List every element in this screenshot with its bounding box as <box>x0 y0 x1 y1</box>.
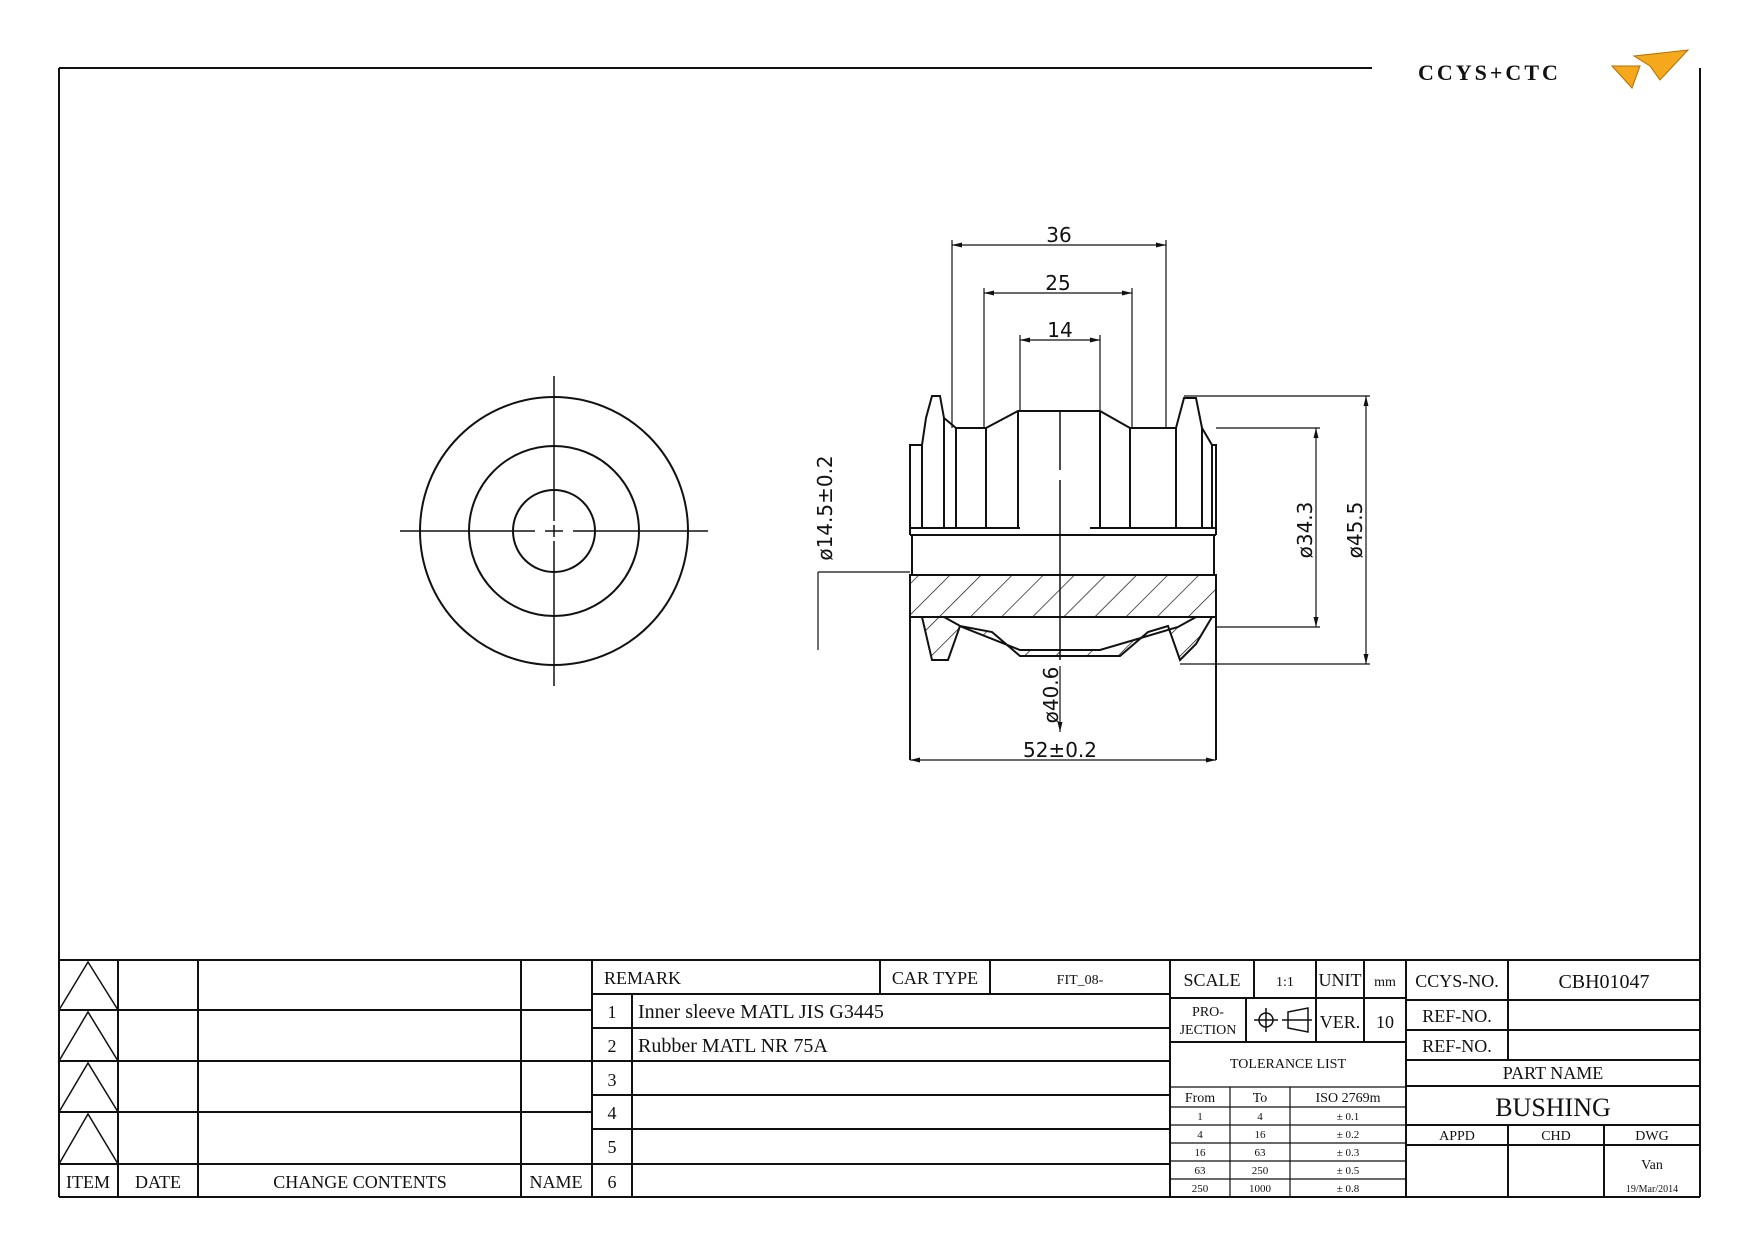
rubber-section <box>920 616 1214 662</box>
ccys-label: CCYS-NO. <box>1415 971 1499 991</box>
chd-label: CHD <box>1541 1129 1571 1144</box>
title-block <box>57 959 1700 1197</box>
dim-dia-14-5: ø14.5±0.2 <box>813 455 837 560</box>
rev-header-change: CHANGE CONTENTS <box>273 1172 447 1192</box>
tolerance-cell: ± 0.3 <box>1337 1147 1360 1159</box>
remark-row-num: 2 <box>608 1036 617 1056</box>
unit-value: mm <box>1374 975 1396 990</box>
dwg-name: Van <box>1641 1158 1663 1173</box>
revision-table: ITEM DATE CHANGE CONTENTS NAME <box>66 1172 583 1192</box>
section-view: 36 25 14 ø14.5±0.2 ø34.3 ø45.5 ø40.6 52±… <box>813 223 1370 763</box>
rev-header-name: NAME <box>530 1172 583 1192</box>
tolerance-cell: 250 <box>1192 1183 1209 1195</box>
tolerance-cell: 250 <box>1252 1165 1269 1177</box>
front-view <box>400 376 708 686</box>
projection-symbol-icon <box>1254 1007 1312 1033</box>
tolerance-cell: 4 <box>1257 1111 1263 1123</box>
tolerance-header: ISO 2769m <box>1316 1091 1381 1106</box>
part-name-label: PART NAME <box>1503 1063 1603 1083</box>
remark-row-text: Inner sleeve MATL JIS G3445 <box>638 1001 884 1023</box>
dim-dia-45-5: ø45.5 <box>1343 502 1367 559</box>
remark-row-text: Rubber MATL NR 75A <box>638 1035 828 1057</box>
tolerance-cell: 63 <box>1255 1147 1267 1159</box>
appd-label: APPD <box>1439 1129 1475 1144</box>
projection-label: JECTION <box>1180 1023 1237 1038</box>
part-name: BUSHING <box>1495 1093 1611 1122</box>
ver-value: 10 <box>1376 1012 1394 1032</box>
tolerance-cell: 1000 <box>1249 1183 1272 1195</box>
dim-width-36: 36 <box>1046 223 1071 247</box>
company-logo: CCYS+CTC <box>1418 49 1690 89</box>
dim-dia-34-3: ø34.3 <box>1293 502 1317 559</box>
logo-mark-icon <box>1610 49 1690 89</box>
remark-row-num: 5 <box>608 1137 617 1157</box>
ref-label: REF-NO. <box>1422 1006 1492 1026</box>
tolerance-title: TOLERANCE LIST <box>1230 1057 1346 1072</box>
ver-label: VER. <box>1320 1012 1361 1032</box>
dwg-label: DWG <box>1635 1129 1668 1144</box>
tolerance-cell: ± 0.8 <box>1337 1183 1360 1195</box>
remark-row-num: 6 <box>608 1172 617 1192</box>
rev-header-date: DATE <box>135 1172 181 1192</box>
scale-label: SCALE <box>1183 970 1240 990</box>
dim-length-52: 52±0.2 <box>1023 738 1097 762</box>
tolerance-cell: 16 <box>1255 1129 1267 1141</box>
rev-header-item: ITEM <box>66 1172 110 1192</box>
tolerance-cell: ± 0.2 <box>1337 1129 1360 1141</box>
scale-value: 1:1 <box>1276 975 1294 990</box>
car-type-label: CAR TYPE <box>892 968 978 988</box>
unit-label: UNIT <box>1319 970 1362 990</box>
title-info: CCYS-NO. CBH01047 REF-NO. REF-NO. PART N… <box>1415 971 1678 1195</box>
car-type-value: FIT_08- <box>1057 973 1104 988</box>
tolerance-header: To <box>1253 1091 1268 1106</box>
tolerance-header: From <box>1185 1091 1215 1106</box>
dwg-date: 19/Mar/2014 <box>1626 1184 1678 1195</box>
inner-sleeve-section <box>909 574 1217 618</box>
tolerance-cell: ± 0.5 <box>1337 1165 1360 1177</box>
ref-label: REF-NO. <box>1422 1036 1492 1056</box>
dim-width-14: 14 <box>1047 318 1072 342</box>
dim-width-25: 25 <box>1045 271 1070 295</box>
tolerance-cell: 63 <box>1195 1165 1207 1177</box>
logo-text: CCYS+CTC <box>1418 60 1561 85</box>
remark-row-num: 4 <box>608 1103 617 1123</box>
info-section: SCALE 1:1 UNIT mm PRO- JECTION VER. 10 <box>1180 970 1396 1038</box>
projection-label: PRO- <box>1192 1005 1224 1020</box>
tolerance-cell: 16 <box>1195 1147 1207 1159</box>
remark-title: REMARK <box>604 968 681 988</box>
remark-table: REMARK CAR TYPE FIT_08- 1 Inner sleeve M… <box>604 968 1104 1192</box>
tolerance-table: TOLERANCE LIST From To ISO 2769m 1 4 ± 0… <box>1185 1057 1381 1195</box>
remark-row-num: 1 <box>608 1002 617 1022</box>
dim-dia-40-6: ø40.6 <box>1039 667 1063 724</box>
tolerance-cell: ± 0.1 <box>1337 1111 1360 1123</box>
remark-row-num: 3 <box>608 1070 617 1090</box>
ccys-value: CBH01047 <box>1558 971 1649 993</box>
tolerance-cell: 1 <box>1197 1111 1203 1123</box>
tolerance-cell: 4 <box>1197 1129 1203 1141</box>
